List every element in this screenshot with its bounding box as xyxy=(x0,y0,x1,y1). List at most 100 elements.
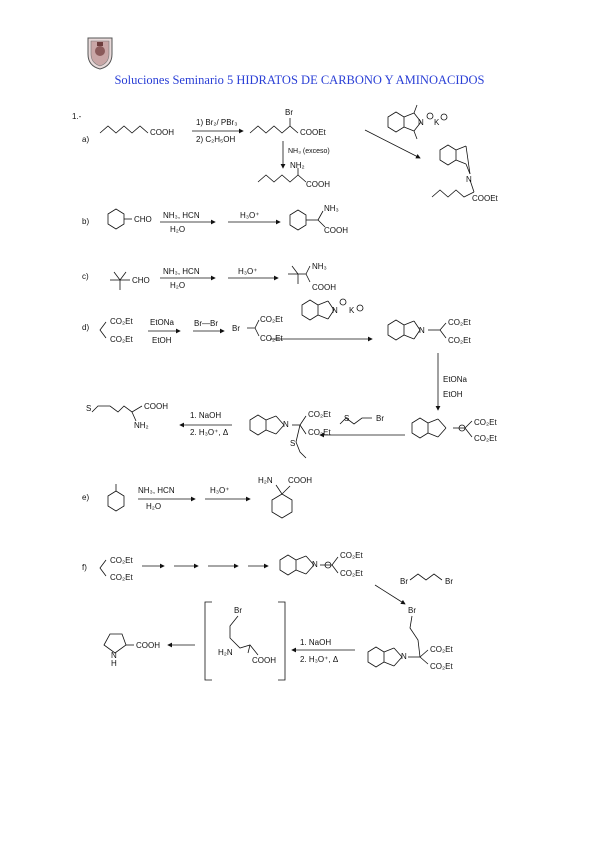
label-a-cooh: COOH xyxy=(150,128,174,137)
hexanoic-acid-skeleton xyxy=(99,125,149,134)
label-c-reagent: NH₃, HCN xyxy=(163,267,200,276)
problem-number: 1.- xyxy=(72,112,82,121)
bromoethyl-methyl-sulfide xyxy=(339,417,372,425)
label-e-h3o: H₃O⁺ xyxy=(210,486,230,495)
label-d-co2et-3: CO₂Et xyxy=(260,315,283,324)
label-d-n2: N xyxy=(419,326,425,335)
phthalimidomalonate-d xyxy=(387,319,447,341)
bromopropyl-phthalimidomalonate xyxy=(367,615,429,668)
arrow-f5 xyxy=(374,584,406,605)
label-f-h2n: H₂N xyxy=(218,648,233,657)
label-a-br: Br xyxy=(285,108,293,117)
label-b-cho: CHO xyxy=(134,215,152,224)
label-f-co2et-4: CO₂Et xyxy=(340,569,363,578)
label-f-br-2: Br xyxy=(445,577,453,586)
bracket-right xyxy=(278,601,286,681)
label-d-naoh: 1. NaOH xyxy=(190,411,222,420)
aminocyclohexanecarboxylic-acid-ring xyxy=(271,484,293,519)
section-c-label: c) xyxy=(82,272,89,281)
label-b-reagent: NH₃, HCN xyxy=(163,211,200,220)
label-d-co2et-4: CO₂Et xyxy=(260,334,283,343)
label-b-h3o: H₃O⁺ xyxy=(240,211,260,220)
label-a-reagent-1: 1) Br₂/ PBr₃ xyxy=(196,118,238,127)
label-a-nh3: NH₃ (exceso) xyxy=(288,148,330,155)
label-d-nh2: NH₂ xyxy=(134,421,149,430)
label-d-s-br: Br xyxy=(376,414,384,423)
label-a-cooet: COOEt xyxy=(300,128,326,137)
label-f-co2et-5: CO₂Et xyxy=(430,645,453,654)
label-d-co2et-2: CO₂Et xyxy=(110,335,133,344)
label-c-cho: CHO xyxy=(132,276,150,285)
page-title: Soluciones Seminario 5 HIDRATOS DE CARBO… xyxy=(114,73,485,87)
label-d-co2et-6: CO₂Et xyxy=(448,336,471,345)
phthalimidomalonate-anion-f xyxy=(279,554,339,576)
potassium-phthalimide-d xyxy=(301,298,364,321)
label-f-br-4: Br xyxy=(234,606,242,615)
section-e-label: e) xyxy=(82,493,90,502)
label-d-co2et-7: CO₂Et xyxy=(474,418,497,427)
label-f-co2et-2: CO₂Et xyxy=(110,573,133,582)
label-d-etona-2: EtONa xyxy=(443,375,468,384)
label-a-nh2: NH₂ xyxy=(290,161,305,170)
label-e-h2o: H₂O xyxy=(146,502,162,511)
label-d-co2et-5: CO₂Et xyxy=(448,318,471,327)
cyclohexanone-ring xyxy=(107,484,125,512)
tert-leucine-skeleton xyxy=(288,265,311,284)
proline-ring xyxy=(103,633,134,654)
label-f-n2: N xyxy=(401,652,407,661)
section-f-label: f) xyxy=(82,563,87,572)
label-d-co2et-10: CO₂Et xyxy=(308,428,331,437)
section-a-label: a) xyxy=(82,135,90,144)
label-f-proline-n: N xyxy=(111,651,117,660)
label-e-reagent: NH₃, HCN xyxy=(138,486,175,495)
diethyl-malonate-d xyxy=(99,321,107,339)
methionine-skeleton xyxy=(91,405,143,422)
label-d-co2et-8: CO₂Et xyxy=(474,434,497,443)
label-f-co2et-6: CO₂Et xyxy=(430,662,453,671)
label-f-h3o: 2. H₃O⁺, Δ xyxy=(300,655,339,664)
label-b-h2o: H₂O xyxy=(170,225,186,234)
malonate-anion-d xyxy=(411,417,473,439)
label-f-br-3: Br xyxy=(408,606,416,615)
label-f-cooh: COOH xyxy=(252,656,276,665)
label-d-s2: S xyxy=(290,439,296,448)
phenylglycine-ring xyxy=(289,209,326,231)
label-a-reagent-2: 2) C₂H₅OH xyxy=(196,135,236,144)
label-c-h3o: H₃O⁺ xyxy=(238,267,258,276)
label-d-s3: S xyxy=(86,404,92,413)
diethyl-malonate-f xyxy=(99,559,107,577)
label-f-proline-h: H xyxy=(111,659,117,668)
label-f-co2et-3: CO₂Et xyxy=(340,551,363,560)
label-d-co2et-9: CO₂Et xyxy=(308,410,331,419)
label-d-n: N xyxy=(332,306,338,315)
bromo-aminoacid-intermediate xyxy=(229,615,259,656)
label-f-co2et-1: CO₂Et xyxy=(110,556,133,565)
label-d-n3: N xyxy=(283,420,289,429)
label-d-etoh: EtOH xyxy=(152,336,172,345)
label-d-s: S xyxy=(344,414,350,423)
label-a-n: N xyxy=(418,118,424,127)
label-f-br-1: Br xyxy=(400,577,408,586)
label-d-brbr: Br—Br xyxy=(194,319,218,328)
label-e-h2n: H₂N xyxy=(258,476,273,485)
label-d-etona: EtONa xyxy=(150,318,175,327)
label-c-cooh: COOH xyxy=(312,283,336,292)
label-a-cooh-product: COOH xyxy=(306,180,330,189)
label-b-cooh: COOH xyxy=(324,226,348,235)
arrow-a-gabriel xyxy=(364,129,421,159)
label-a-cooet-product: COOEt xyxy=(472,194,498,203)
alkylated-phthalimidomalonate-d xyxy=(249,414,307,459)
label-a-n2: N xyxy=(466,175,472,184)
bromomalonate-d xyxy=(247,319,260,337)
section-b-label: b) xyxy=(82,217,90,226)
label-b-nh3: NH₃ xyxy=(324,204,339,213)
label-d-br: Br xyxy=(232,324,240,333)
dibromopropane xyxy=(409,573,443,581)
aminoacid-a-skeleton xyxy=(257,168,307,183)
label-d-co2et-1: CO₂Et xyxy=(110,317,133,326)
label-c-h2o: H₂O xyxy=(170,281,186,290)
potassium-phthalimide-a xyxy=(387,104,448,140)
label-d-k: K xyxy=(349,306,355,315)
